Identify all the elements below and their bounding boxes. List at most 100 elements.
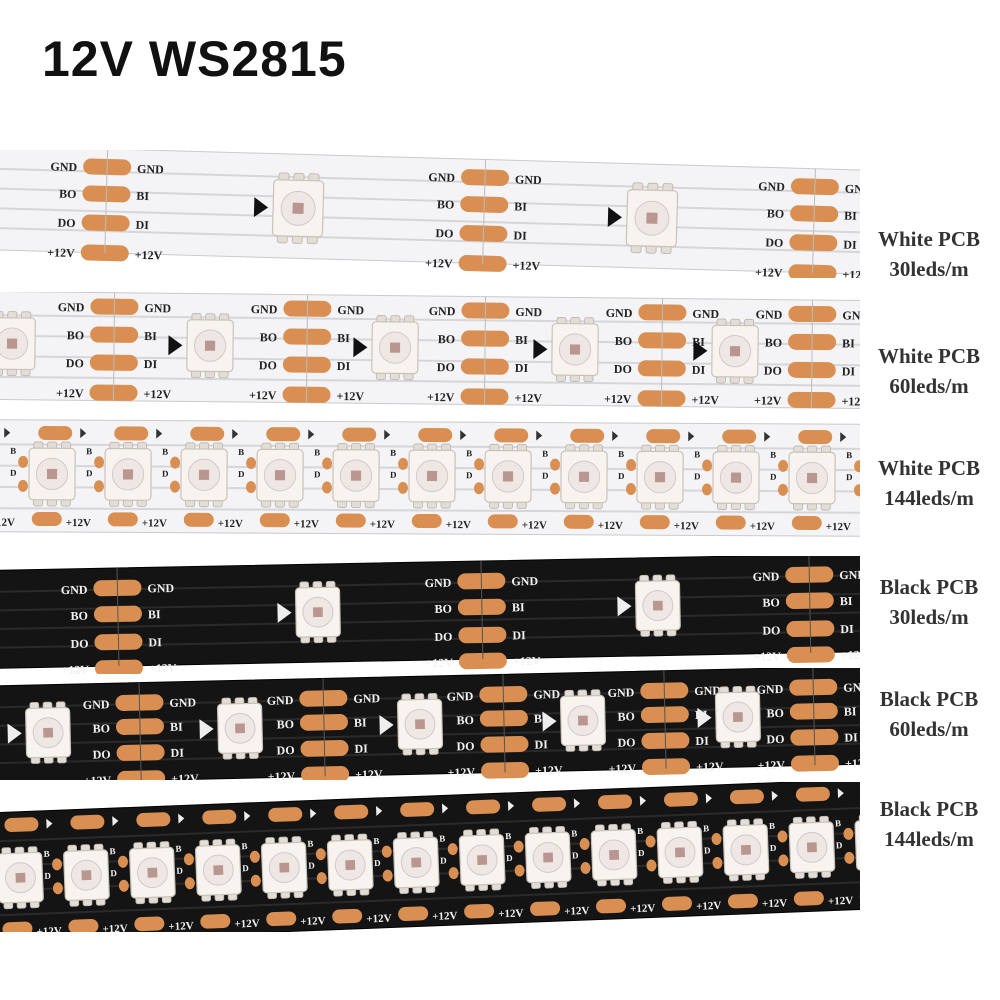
strip-5-pad-bottom-7 <box>398 906 429 921</box>
strip-2-arrow-4 <box>308 429 315 440</box>
strip-1-pad-label-right-2-3: +12V <box>514 391 542 405</box>
strip-0-pad-label-left-1-1: BO <box>437 197 455 211</box>
strip-1-pad-label-left-3-0: GND <box>606 306 633 320</box>
strip-2-group: +12VBD+12VBD+12VBD+12VBD+12VBD+12VBD+12V… <box>0 419 860 537</box>
strip-5-pad-top-2 <box>70 814 105 830</box>
strip-3-trace-2 <box>0 611 860 631</box>
strip-2-d-label-8: D <box>542 471 549 481</box>
strip-5-pad-bottom-3 <box>134 916 165 932</box>
strip-1-pad-label-left-1-2: DO <box>259 358 277 372</box>
strip-2-b-label-5: B <box>314 447 320 457</box>
strip-1-direction-arrow-2 <box>353 337 368 358</box>
strip-4-pad-label-left-4-0: GND <box>756 682 783 697</box>
strip-1-cut-line-2 <box>483 296 487 405</box>
strip-2-pad-top-7 <box>494 428 529 443</box>
strip-0-cut-line-2 <box>812 168 816 273</box>
strip-3-pad-label-right-2-2: DI <box>840 622 854 636</box>
strip-1-pad-label-left-0-2: DO <box>66 356 84 370</box>
strip-2-pad-bottom-3 <box>183 512 214 527</box>
strip-1-pad-label-left-3-2: DO <box>614 362 632 376</box>
strip-5-b-label-9: B <box>505 831 511 841</box>
strip-5-pad-top-10 <box>598 794 633 810</box>
strip-5-d-label-8: D <box>440 855 447 865</box>
strip-5-v12-label-3: +12V <box>168 920 194 932</box>
strip-5-side-pad-b-5 <box>250 874 261 887</box>
strip-3-cut-line-2 <box>808 556 812 653</box>
strip-1-trace-3 <box>0 375 860 388</box>
strip-5-pad-bottom-11 <box>661 896 692 911</box>
strip-4-pad-label-left-3-2: DO <box>617 735 635 749</box>
strip-5-led-2-chip <box>81 870 92 881</box>
strip-4-pad-label-right-0-3: +12V <box>171 771 199 780</box>
strip-2-arrow-1 <box>80 428 87 439</box>
strip-2-d-label-11: D <box>770 472 777 482</box>
strip-1-pad-label-right-3-2: DI <box>692 363 706 377</box>
strip-0-pad-label-left-2-3: +12V <box>755 265 783 278</box>
strip-5-led-3-chip <box>147 867 158 878</box>
strip-1-pad-label-left-0-3: +12V <box>56 386 84 400</box>
strip-5-side-pad-a-9 <box>513 840 524 853</box>
strip-0-pad-label-left-1-3: +12V <box>425 256 453 271</box>
strip-1-pad-label-left-0-0: GND <box>58 300 85 314</box>
strip-4-pad-label-left-1-1: BO <box>276 717 294 731</box>
strip-5-side-pad-a-10 <box>579 838 590 851</box>
strip-2-side-pad-b-11 <box>777 483 788 496</box>
strip-2-v12-label-3: +12V <box>218 518 243 530</box>
strip-4-pad-label-left-0-3: +12V <box>84 773 112 780</box>
strip-0-trace-0 <box>0 167 860 195</box>
strip-2-pad-top-5 <box>342 427 377 442</box>
strip-5-pad-top-8 <box>466 799 501 815</box>
strip-1-pad-label-right-2-1: BI <box>515 333 528 347</box>
strip-1-pad-label-right-4-2: DI <box>842 364 856 378</box>
strip-2-side-pad-b-8 <box>549 482 560 495</box>
strip-2-arrow-10 <box>764 431 771 442</box>
strip-5-d-label-13: D <box>770 843 777 853</box>
strip-2-arrow-0 <box>4 427 11 438</box>
label-black-60-density: 60leds/m <box>889 717 969 741</box>
strip-0-pad-label-right-1-0: GND <box>515 172 542 187</box>
strip-4-led-1-chip <box>235 723 245 734</box>
strip-5-v12-label-7: +12V <box>432 910 458 923</box>
strip-1-cut-line-1 <box>305 294 309 403</box>
strip-5-v12-label-5: +12V <box>300 915 326 928</box>
strip-2-pad-bottom-10 <box>715 515 746 530</box>
strip-white-144: +12VBD+12VBD+12VBD+12VBD+12VBD+12VBD+12V… <box>0 416 860 546</box>
strip-5-group: +12VBD+12VBD+12VBD+12VBD+12VBD+12VBD+12V… <box>0 782 860 932</box>
strip-3-direction-arrow-0 <box>277 602 292 623</box>
strip-5-v12-label-11: +12V <box>696 900 722 913</box>
strip-1-led-1-chip <box>204 340 216 351</box>
strip-1-pad-label-right-1-2: DI <box>337 359 351 373</box>
strip-2-b-label-1: B <box>10 446 16 456</box>
label-white-144-density: 144leds/m <box>884 486 974 510</box>
strip-5-pad-top-1 <box>4 817 39 833</box>
strip-5-arrow-3 <box>178 813 185 824</box>
strip-4-pad-label-left-0-1: BO <box>93 721 111 735</box>
strip-1-led-3-chip <box>569 344 581 355</box>
strip-2-arrow-9 <box>688 431 695 442</box>
strip-4-pad-label-left-4-3: +12V <box>757 758 785 773</box>
strip-5-v12-label-6: +12V <box>366 913 392 926</box>
strip-4-pad-label-right-4-1: BI <box>844 704 857 718</box>
strip-2-pad-top-3 <box>190 426 225 441</box>
strip-2-trace-3 <box>0 507 860 514</box>
strip-5-trace-3 <box>0 880 860 917</box>
strip-4-pad-label-left-4-2: DO <box>766 732 784 746</box>
strip-5-side-pad-a-2 <box>52 858 63 871</box>
strip-5-arrow-12 <box>771 790 778 801</box>
strip-3-pad-label-left-0-1: BO <box>70 609 88 623</box>
strip-0-pad-label-left-0-2: DO <box>57 216 75 230</box>
strip-1-pad-label-left-1-0: GND <box>251 302 278 316</box>
strip-4-led-4-chip <box>732 712 743 722</box>
strip-2-pad-top-2 <box>114 426 149 441</box>
strip-0-trace-1 <box>0 187 860 215</box>
strip-5-d-label-11: D <box>638 848 645 858</box>
strip-5-pad-bottom-4 <box>200 913 231 929</box>
label-white-144-pcb: White PCB <box>877 456 981 480</box>
strip-2-v12-label-6: +12V <box>446 519 471 531</box>
strip-0-cut-line-1 <box>482 159 487 264</box>
